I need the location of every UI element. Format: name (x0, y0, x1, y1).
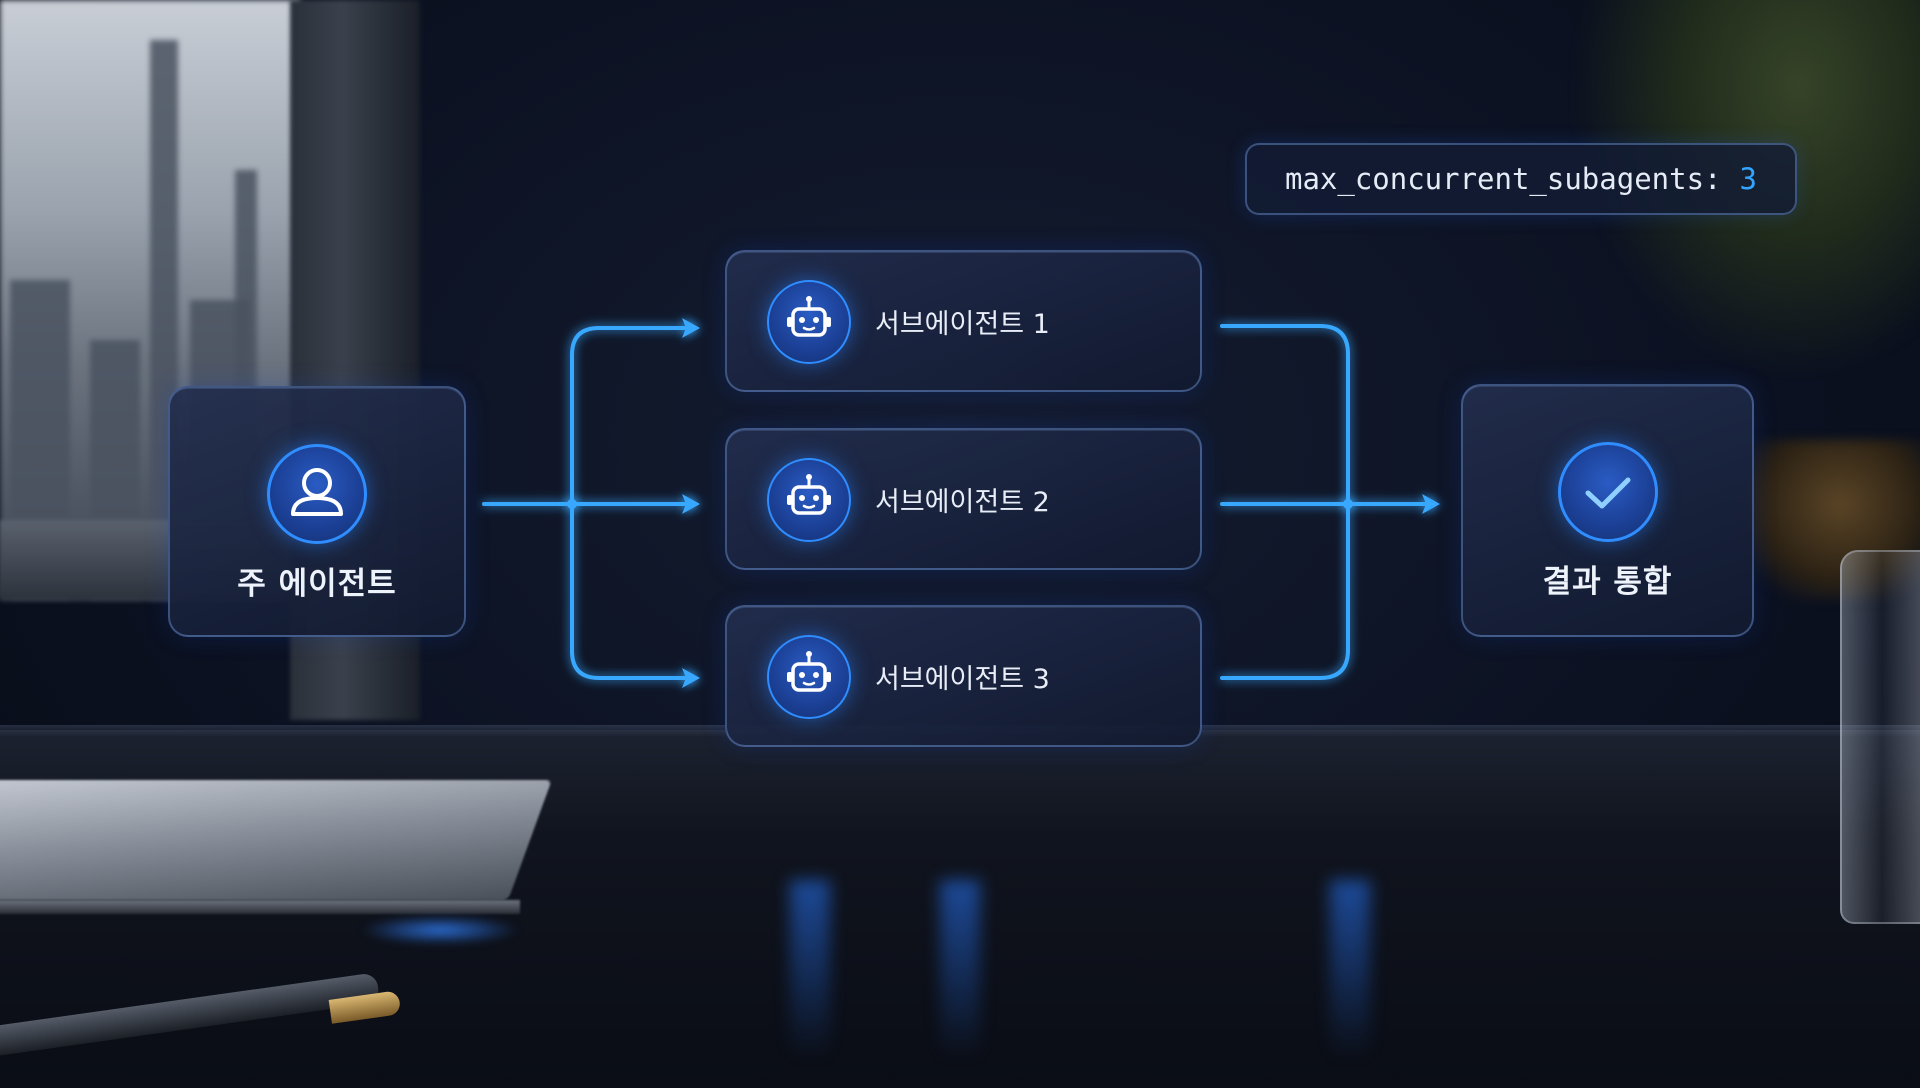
laptop-glow (360, 915, 520, 945)
robot-icon (767, 458, 851, 542)
result-label: 결과 통합 (1542, 564, 1673, 600)
config-value: 3 (1739, 162, 1757, 196)
config-key: max_concurrent_subagents: (1285, 162, 1722, 196)
user-icon (267, 444, 367, 544)
subagent-label: 서브에이전트 1 (875, 308, 1050, 340)
result-card: 결과 통합 (1461, 384, 1754, 637)
check-icon (1557, 442, 1658, 542)
subagent-card-1: 서브에이전트 1 (725, 250, 1202, 392)
robot-icon (767, 635, 851, 719)
robot-icon (767, 280, 851, 364)
plant-pot (1740, 440, 1920, 600)
laptop (0, 780, 552, 900)
subagent-label: 서브에이전트 3 (875, 663, 1050, 695)
subagent-label: 서브에이전트 2 (875, 486, 1050, 518)
subagent-card-2: 서브에이전트 2 (725, 428, 1202, 570)
main-agent-label: 주 에이전트 (237, 566, 397, 602)
main-agent-card: 주 에이전트 (168, 386, 466, 637)
desk-reflection (790, 880, 830, 1060)
laptop-edge (0, 900, 520, 914)
desk-reflection (1330, 880, 1370, 1060)
subagent-card-3: 서브에이전트 3 (725, 605, 1202, 747)
water-glass (1840, 550, 1920, 924)
desk-reflection (940, 880, 980, 1060)
config-badge: max_concurrent_subagents: 3 (1245, 143, 1797, 215)
